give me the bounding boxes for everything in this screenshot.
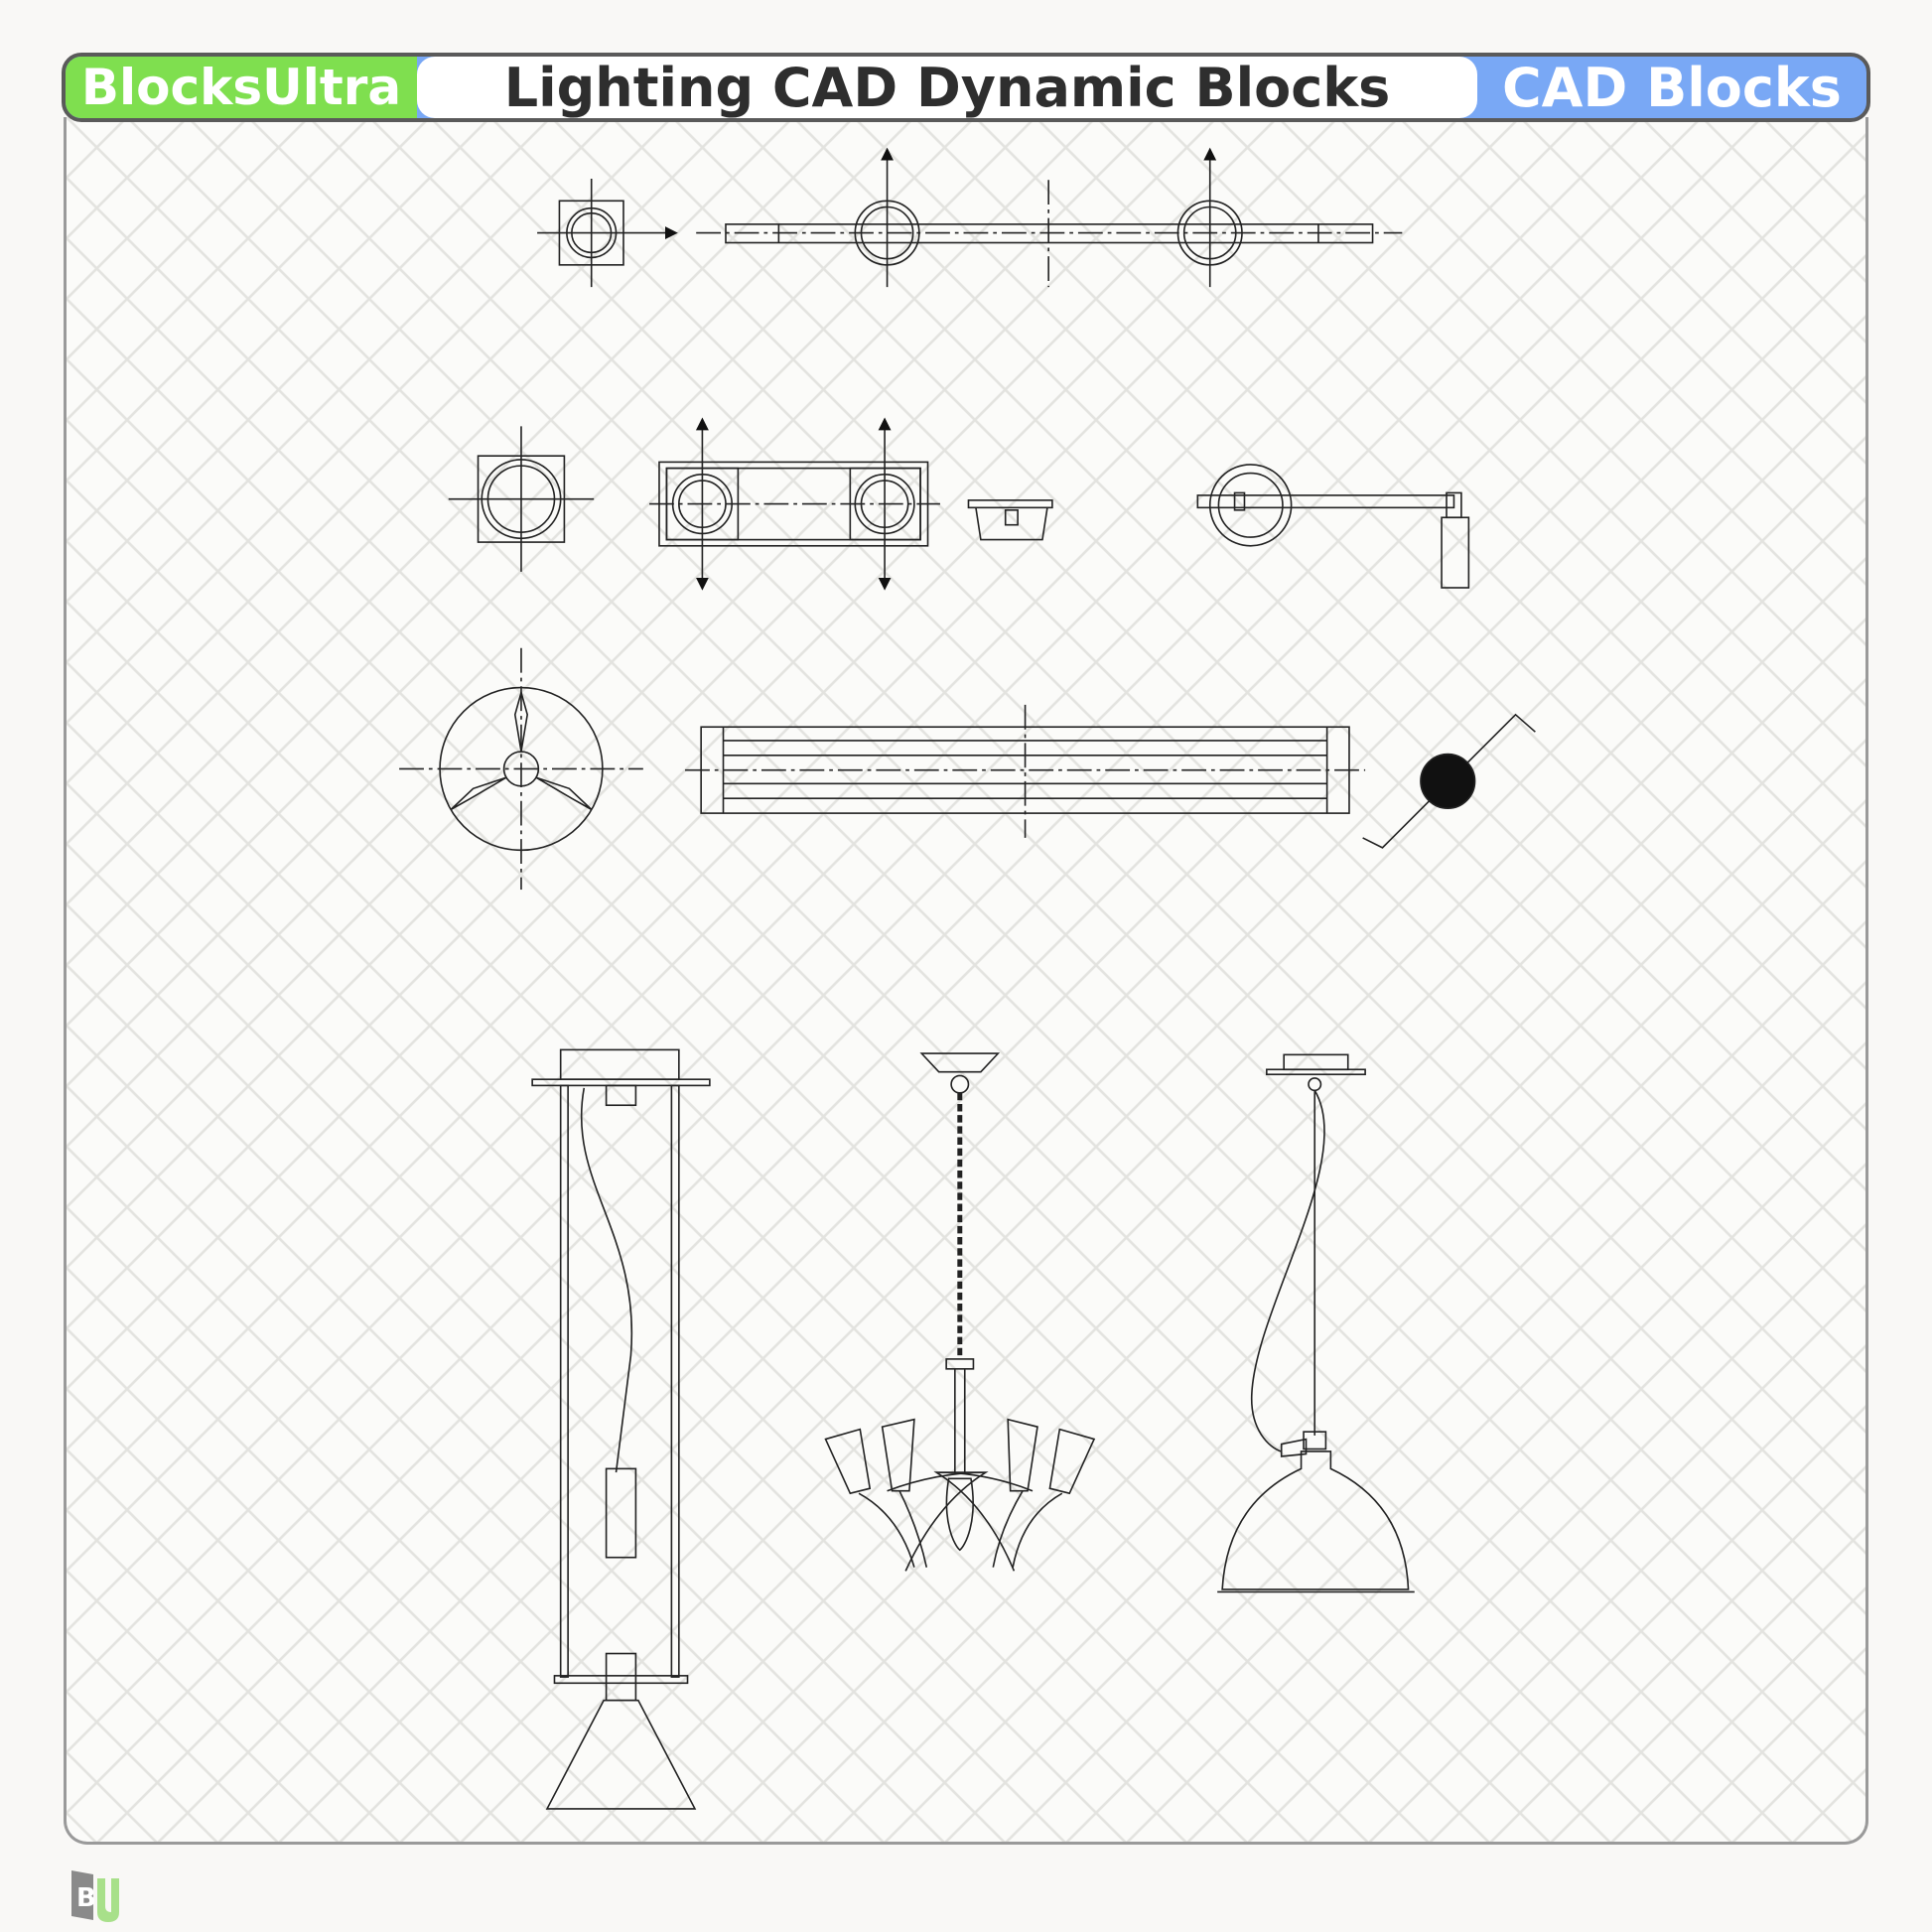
linear-fluorescent-plan (685, 704, 1366, 838)
chandelier-elevation (824, 1052, 1096, 1572)
swing-arm-wall-light (1196, 464, 1470, 589)
double-recessed-plan (649, 417, 940, 591)
drawing-canvas (64, 117, 1868, 1845)
tube-pendant-elevation (531, 1048, 711, 1810)
header-banner: BlocksUltra Lighting CAD Dynamic Blocks … (62, 53, 1870, 122)
track-light-plan (537, 147, 1403, 288)
page-title: Lighting CAD Dynamic Blocks (417, 57, 1477, 118)
blocksultra-logo: B (71, 1870, 119, 1922)
ceiling-fan-plan (399, 647, 643, 891)
dome-pendant-elevation (1217, 1053, 1415, 1593)
svg-text:B: B (76, 1883, 96, 1913)
downlight-elevation (967, 499, 1053, 541)
recessed-light-plan (448, 426, 595, 572)
wall-sconce-symbol (1362, 713, 1536, 849)
category-label: CAD Blocks (1502, 56, 1842, 119)
brand-label: BlocksUltra (66, 57, 417, 118)
